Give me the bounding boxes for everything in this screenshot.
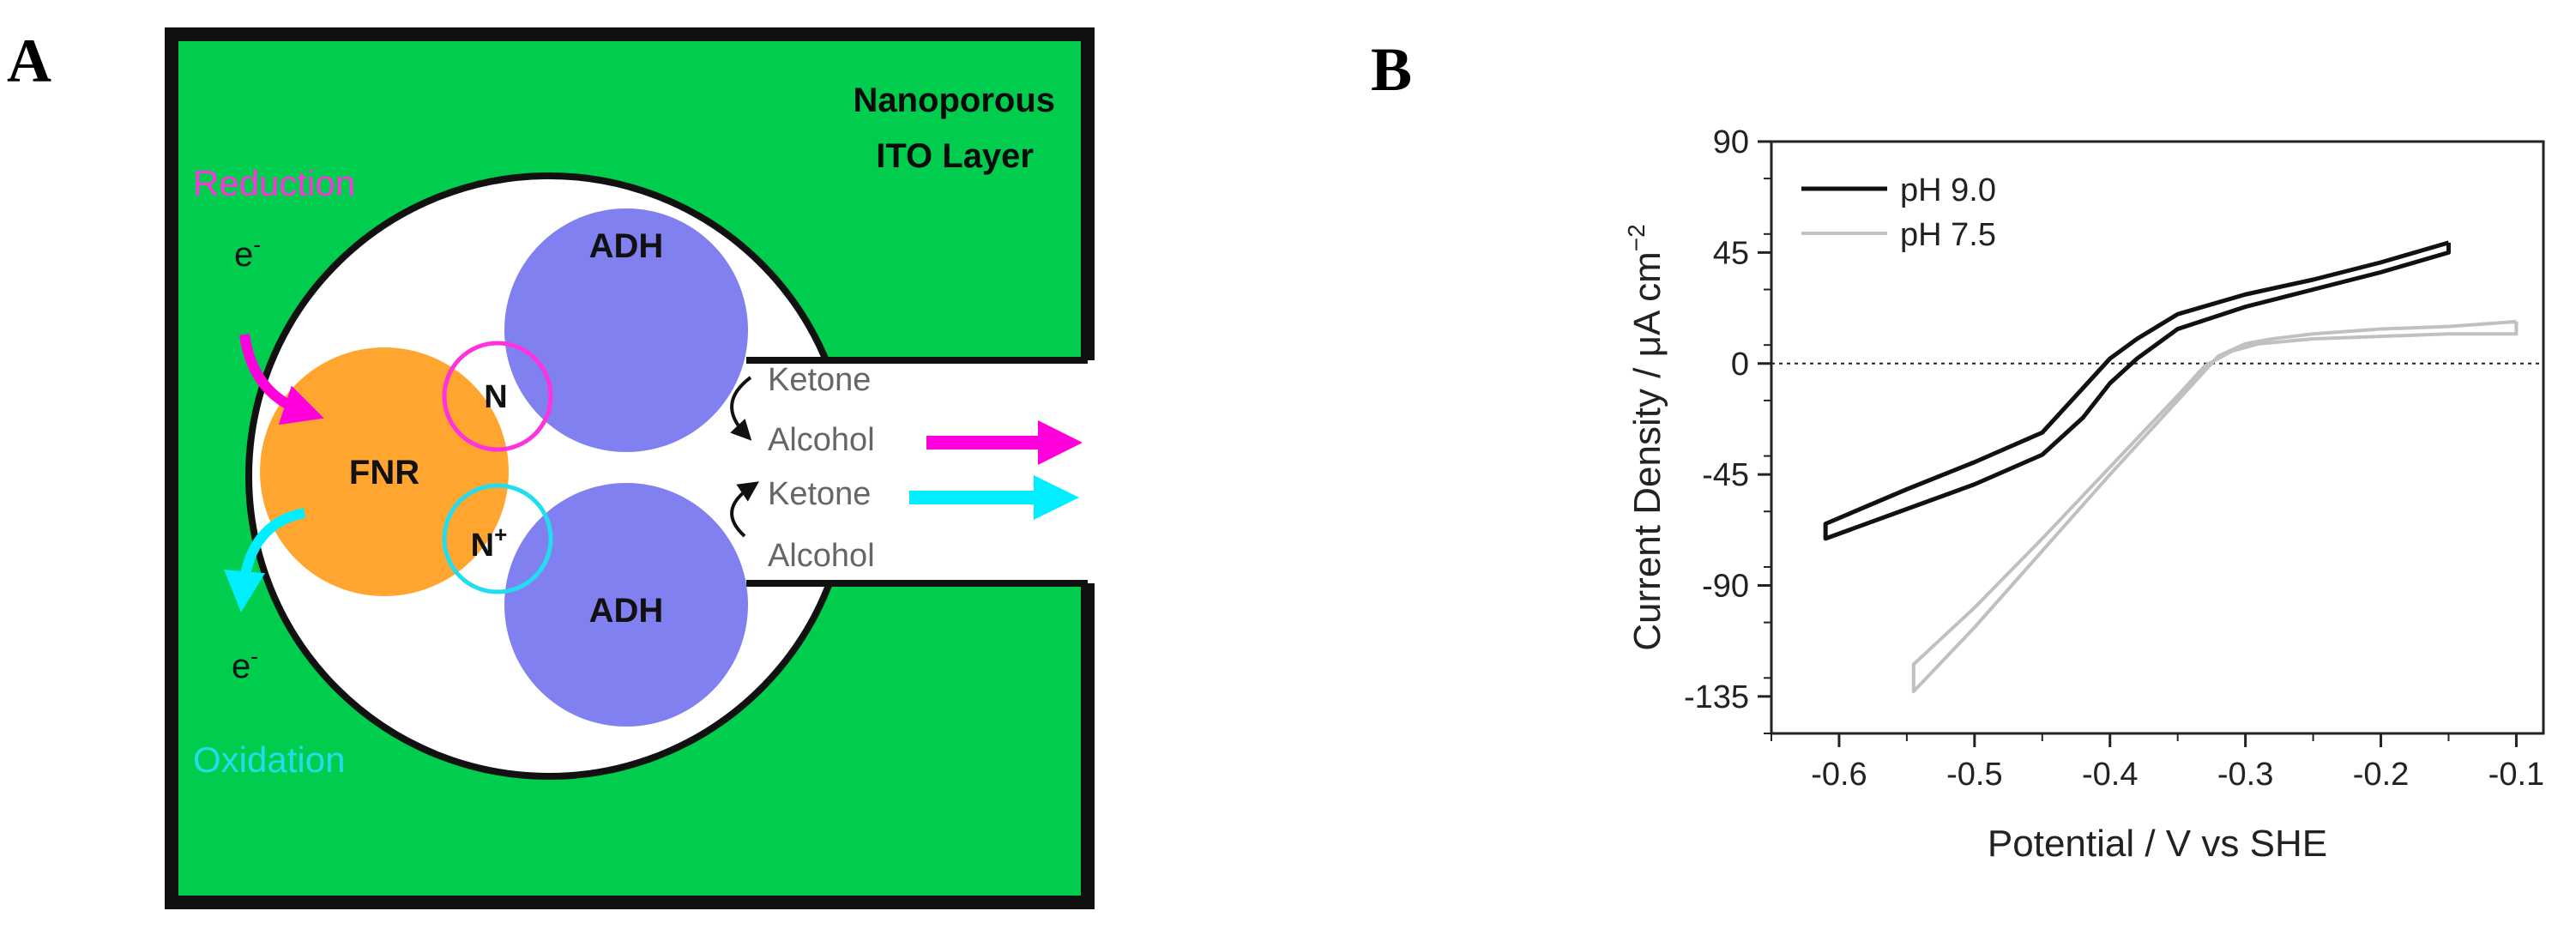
n-plus-label: N+ xyxy=(471,522,508,564)
x-ticks: -0.6 -0.5 -0.4 -0.3 -0.2 -0.1 xyxy=(1771,733,2544,793)
electron-bottom-superscript: - xyxy=(250,643,258,669)
layer-label-line2: ITO Layer xyxy=(876,137,1034,175)
n-plus-superscript: + xyxy=(494,522,507,547)
y-axis-label-exp: −2 xyxy=(1623,224,1650,251)
series-line-ph75 xyxy=(1911,319,2519,694)
n-plus-base: N xyxy=(471,528,494,564)
pore-channel xyxy=(669,360,1098,583)
series-line-ph90 xyxy=(1823,240,2451,541)
x-tick-label: -0.1 xyxy=(2489,757,2544,793)
ketone-bottom-label: Ketone xyxy=(768,476,871,512)
n-plus-cycle-circle xyxy=(442,483,553,594)
x-tick-label: -0.6 xyxy=(1811,757,1867,793)
y-axis-label-prefix: Current Density / xyxy=(1626,357,1668,650)
n-label: N xyxy=(484,379,507,415)
y-axis-label: Current Density / μA cm−2 xyxy=(1623,224,1668,650)
y-axis-label-unit: A cm xyxy=(1626,251,1668,335)
panel-b-label: B xyxy=(1371,35,1412,104)
series-lines xyxy=(1823,240,2519,694)
adh-sphere-bottom xyxy=(504,483,748,727)
chart-panel: -0.6 -0.5 -0.4 -0.3 -0.2 -0.1 90 45 0 -45 -90 -135… xyxy=(1623,124,2545,865)
n-cycle-circle xyxy=(442,341,553,452)
electron-top-label: e- xyxy=(234,232,261,274)
plot-frame xyxy=(1770,140,2545,735)
adh-bottom-label: ADH xyxy=(589,592,664,630)
electron-bottom-label: e- xyxy=(232,643,258,685)
y-tick-label: 90 xyxy=(1713,124,1749,160)
oxidation-output-arrow xyxy=(909,475,1079,520)
y-axis-label-mu: μ xyxy=(1626,335,1668,357)
y-tick-label: -135 xyxy=(1684,679,1749,715)
oxidation-label: Oxidation xyxy=(193,739,345,780)
y-tick-label: 45 xyxy=(1713,235,1749,271)
panel-a-label: A xyxy=(7,27,51,95)
y-tick-label: -45 xyxy=(1702,457,1749,493)
top-conversion-arrow xyxy=(730,376,752,441)
reduction-output-arrow xyxy=(926,420,1083,465)
ketone-top-label: Ketone xyxy=(768,362,871,398)
reduction-label: Reduction xyxy=(193,163,355,203)
legend: pH 9.0 pH 7.5 xyxy=(1801,172,1996,253)
oxidation-electron-arrow xyxy=(224,508,306,612)
alcohol-top-label: Alcohol xyxy=(768,422,875,458)
adh-top-label: ADH xyxy=(589,227,664,265)
x-tick-label: -0.4 xyxy=(2082,757,2138,793)
alcohol-bottom-label: Alcohol xyxy=(768,538,875,574)
fnr-label: FNR xyxy=(349,454,419,492)
y-ticks: 90 45 0 -45 -90 -135 xyxy=(1684,124,1771,734)
y-tick-label: 0 xyxy=(1731,347,1749,383)
diagram-panel: Nanoporous ITO Layer Reduction Oxidation… xyxy=(165,27,1098,909)
legend-label-ph90: pH 9.0 xyxy=(1900,172,1996,208)
x-tick-label: -0.5 xyxy=(1946,757,2002,793)
electron-bottom-base: e xyxy=(232,648,250,685)
layer-label-line1: Nanoporous xyxy=(853,81,1055,119)
electron-top-superscript: - xyxy=(253,232,261,257)
x-tick-label: -0.3 xyxy=(2217,757,2273,793)
bottom-conversion-arrow xyxy=(730,481,759,538)
y-tick-label: -90 xyxy=(1702,569,1749,605)
x-tick-label: -0.2 xyxy=(2353,757,2409,793)
legend-label-ph75: pH 7.5 xyxy=(1900,217,1996,253)
x-axis-label: Potential / V vs SHE xyxy=(1988,823,2327,865)
electron-top-base: e xyxy=(234,236,253,274)
channel-cover-right xyxy=(1083,364,1095,580)
reduction-electron-arrow xyxy=(239,334,324,425)
adh-sphere-top xyxy=(504,208,748,452)
